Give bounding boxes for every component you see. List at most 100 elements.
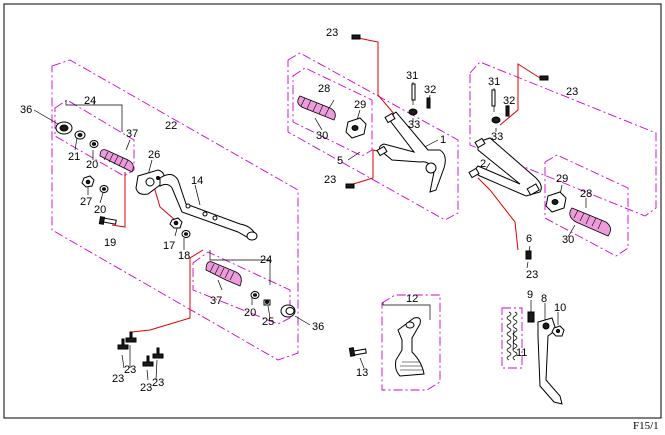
- callout-17: 17: [163, 240, 175, 252]
- washer-20-middle: [99, 185, 109, 193]
- callout-36a: 36: [20, 104, 32, 116]
- callout-33a: 33: [408, 119, 420, 131]
- nut-10: [551, 325, 565, 337]
- callout-26: 26: [148, 149, 160, 161]
- red-leader-6: [477, 177, 519, 251]
- callout-20c: 20: [244, 307, 256, 319]
- callout-23b: 23: [324, 174, 336, 186]
- side-stand-8: [537, 317, 563, 405]
- bolt-13: [348, 347, 367, 357]
- callout-9: 9: [527, 289, 533, 301]
- group-outline-24-lower: [192, 251, 291, 325]
- callout-13: 13: [356, 367, 368, 379]
- screw-23-right-top: [539, 75, 549, 81]
- callout-31b: 31: [488, 76, 500, 88]
- leader-lines: [33, 82, 587, 381]
- left-footrest-assembly: [55, 121, 296, 367]
- screw-23-left: [345, 183, 355, 189]
- callout-5: 5: [337, 155, 343, 167]
- callout-37a: 37: [126, 128, 138, 140]
- callout-24a: 24: [84, 95, 96, 107]
- washer-21: [74, 130, 86, 140]
- footrest-rubber-37-lower: [205, 261, 242, 287]
- group-outline-5: [287, 52, 459, 221]
- callout-10: 10: [554, 302, 566, 314]
- callout-18: 18: [178, 250, 190, 262]
- callout-14: 14: [191, 175, 203, 187]
- bolt-31-right: [491, 89, 496, 107]
- peg-29-right: [545, 191, 567, 213]
- callout-22: 22: [165, 120, 177, 132]
- callout-23f: 23: [124, 364, 136, 376]
- callout-27: 27: [80, 196, 92, 208]
- brake-pedal-assembly: [348, 317, 425, 377]
- screw-32-right: [505, 105, 510, 117]
- red-leader-19: [111, 172, 126, 228]
- callout-30a: 30: [316, 130, 328, 142]
- callout-20b: 20: [94, 204, 106, 216]
- end-cap-36-upper: [55, 121, 73, 135]
- left-bracket-assembly: [297, 34, 446, 193]
- washer-20-lower: [250, 291, 260, 299]
- washer-17: [169, 217, 183, 229]
- bolt-9: [527, 311, 535, 323]
- footrest-rubber-28-right: [569, 207, 611, 237]
- callout-28b: 28: [580, 188, 592, 200]
- callout-36b: 36: [312, 321, 324, 333]
- group-outline-30-right: [544, 154, 629, 257]
- screws-23-bottom: [117, 331, 164, 367]
- callout-11: 11: [516, 347, 527, 359]
- callout-19: 19: [104, 237, 116, 249]
- bracket-26: [135, 169, 165, 195]
- diagram-frame: [3, 3, 662, 419]
- red-leader-23-right-top: [499, 63, 541, 126]
- screw-32-left: [426, 97, 431, 109]
- bolt-19: [98, 216, 117, 225]
- group-outline-6: [469, 61, 657, 217]
- washer-33-left: [408, 108, 418, 116]
- callout-20a: 20: [86, 159, 98, 171]
- bolt-31-left: [411, 83, 416, 101]
- callout-23c: 23: [566, 86, 578, 98]
- group-outline-12: [381, 294, 441, 391]
- screw-23-right-bottom: [525, 250, 532, 260]
- footrest-bar-14: [159, 174, 258, 241]
- callout-32a: 32: [424, 84, 436, 96]
- right-bracket-assembly: [468, 75, 611, 260]
- peg-29-left: [345, 117, 367, 139]
- bracket-1: [376, 111, 446, 193]
- callout-6: 6: [526, 233, 532, 245]
- callout-32b: 32: [503, 95, 515, 107]
- brake-pedal-12: [395, 317, 425, 377]
- footrest-rubber-28-left: [297, 95, 336, 121]
- callout-37b: 37: [210, 295, 222, 307]
- callout-23d: 23: [526, 269, 538, 281]
- callout-29a: 29: [354, 99, 366, 111]
- screw-25: [263, 299, 271, 306]
- callout-25: 25: [262, 316, 274, 328]
- figure-reference: F15/1: [633, 420, 659, 432]
- callout-1: 1: [440, 134, 446, 146]
- callout-23e: 23: [112, 373, 124, 385]
- side-stand-assembly: [506, 311, 565, 405]
- washer-18: [181, 230, 191, 238]
- group-outline-24-upper: [54, 99, 135, 177]
- washer-20-upper: [89, 140, 99, 148]
- callout-2: 2: [480, 158, 486, 170]
- bracket-2: [468, 137, 542, 197]
- callout-30b: 30: [562, 234, 574, 246]
- red-leader-23-bottom: [131, 249, 204, 333]
- red-leader-23-top: [357, 37, 396, 116]
- callout-12: 12: [406, 293, 418, 305]
- callout-31a: 31: [406, 70, 418, 82]
- callout-28a: 28: [318, 83, 330, 95]
- callout-24b: 24: [260, 254, 272, 266]
- callout-29b: 29: [556, 173, 568, 185]
- screw-23-top: [351, 34, 361, 40]
- callout-23h: 23: [152, 377, 164, 389]
- group-outline-22: [51, 59, 299, 361]
- footrest-rubber-37-upper: [99, 149, 134, 173]
- callout-23a: 23: [326, 27, 338, 39]
- nut-27: [81, 175, 95, 188]
